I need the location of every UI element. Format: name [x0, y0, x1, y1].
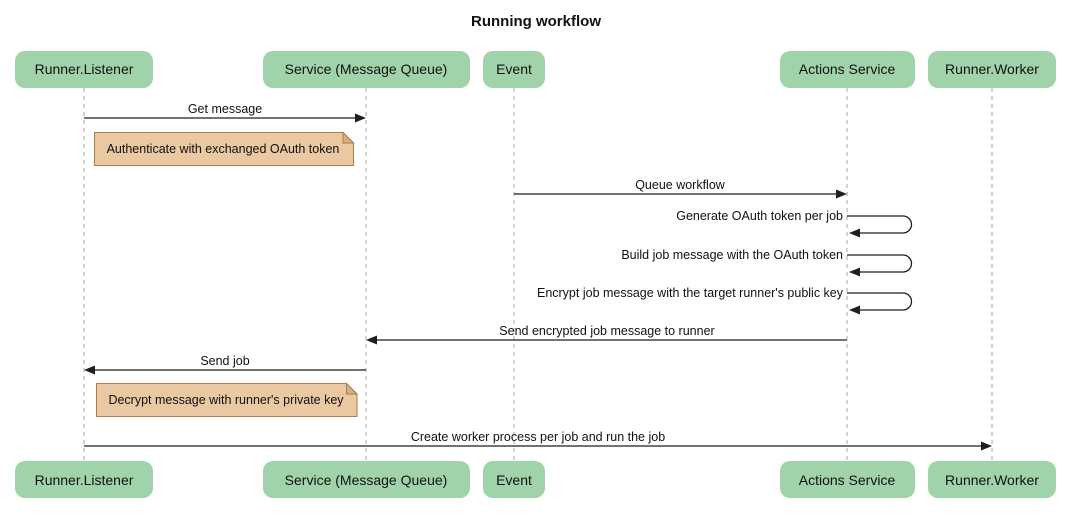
actor-label: Actions Service: [799, 472, 896, 488]
arrowhead-left-icon: [849, 267, 860, 277]
actor-label: Runner.Worker: [945, 472, 1039, 488]
actor-top-event: Event: [483, 51, 545, 88]
actor-box: [928, 51, 1056, 88]
note-text: Authenticate with exchanged OAuth token: [107, 142, 340, 156]
actor-box: [15, 51, 153, 88]
actor-label: Runner.Worker: [945, 61, 1039, 77]
arrowhead-right-icon: [355, 113, 366, 123]
message-queue-workflow: Queue workflow: [514, 178, 847, 199]
message-encrypt-job-message: Encrypt job message with the target runn…: [537, 286, 913, 315]
actor-label: Runner.Listener: [35, 61, 134, 77]
note-authenticate: Authenticate with exchanged OAuth token: [94, 131, 355, 166]
actor-box: [483, 51, 545, 88]
arrowhead-left-icon: [849, 228, 860, 238]
actor-box: [15, 461, 153, 498]
message-label: Send job: [200, 354, 249, 368]
actor-bottom-runner-listener: Runner.Listener: [15, 461, 153, 498]
message-get-message: Get message: [84, 102, 366, 123]
arrowhead-right-icon: [981, 441, 992, 451]
actor-bottom-actions-service: Actions Service: [780, 461, 915, 498]
actor-bottom-event: Event: [483, 461, 545, 498]
message-send-job: Send job: [84, 354, 366, 375]
actor-box: [928, 461, 1056, 498]
note-fold-icon: [342, 131, 355, 144]
actor-label: Event: [496, 472, 532, 488]
note-fold-icon: [346, 382, 359, 395]
actor-box: [263, 51, 470, 88]
actor-top-runner-worker: Runner.Worker: [928, 51, 1056, 88]
arrowhead-left-icon: [849, 305, 860, 315]
message-send-encrypted-job: Send encrypted job message to runner: [366, 324, 847, 345]
actor-label: Actions Service: [799, 61, 896, 77]
note-body: [94, 132, 354, 166]
message-generate-oauth-token: Generate OAuth token per job: [676, 209, 913, 238]
actor-bottom-runner-worker: Runner.Worker: [928, 461, 1056, 498]
message-label: Encrypt job message with the target runn…: [537, 286, 844, 300]
actor-box: [263, 461, 470, 498]
arrowhead-left-icon: [366, 335, 377, 345]
self-loop-line: [847, 254, 913, 273]
message-label: Get message: [188, 102, 262, 116]
note-decrypt: Decrypt message with runner's private ke…: [96, 382, 359, 417]
actor-top-runner-listener: Runner.Listener: [15, 51, 153, 88]
self-loop-line: [847, 292, 913, 311]
actor-label: Event: [496, 61, 532, 77]
actor-bottom-service-message-queue: Service (Message Queue): [263, 461, 470, 498]
actor-top-actions-service: Actions Service: [780, 51, 915, 88]
message-label: Create worker process per job and run th…: [411, 430, 665, 444]
actor-box: [483, 461, 545, 498]
actor-box: [780, 51, 915, 88]
message-label: Queue workflow: [635, 178, 726, 192]
arrowhead-left-icon: [84, 365, 95, 375]
note-body: [96, 383, 358, 417]
actor-label: Service (Message Queue): [285, 472, 448, 488]
message-label: Send encrypted job message to runner: [499, 324, 714, 338]
self-loop-line: [847, 215, 913, 234]
message-create-worker-process: Create worker process per job and run th…: [84, 430, 992, 451]
note-text: Decrypt message with runner's private ke…: [108, 393, 344, 407]
actor-top-service-message-queue: Service (Message Queue): [263, 51, 470, 88]
actor-label: Service (Message Queue): [285, 61, 448, 77]
message-label: Generate OAuth token per job: [676, 209, 843, 223]
arrowhead-right-icon: [836, 189, 847, 199]
actor-box: [780, 461, 915, 498]
actor-label: Runner.Listener: [35, 472, 134, 488]
diagram-title: Running workflow: [471, 13, 601, 30]
message-build-job-message: Build job message with the OAuth token: [621, 248, 913, 277]
message-label: Build job message with the OAuth token: [621, 248, 843, 262]
